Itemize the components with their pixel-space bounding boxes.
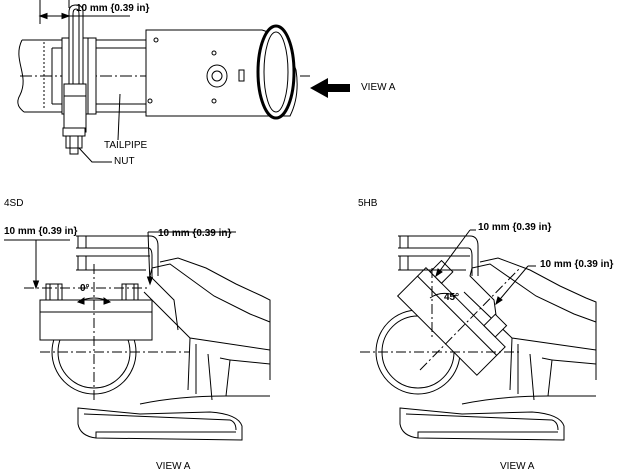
u-clamp (61, 4, 97, 133)
right-view-illustration (360, 229, 597, 441)
left-dimension-label-2: 10 mm {0.39 in} (158, 228, 232, 239)
top-illustration (17, 0, 350, 163)
right-dimension-label-1: 10 mm {0.39 in} (478, 222, 552, 233)
top-leaders (78, 93, 121, 163)
view-a-arrow-label: VIEW A (361, 82, 396, 93)
top-dimension-label: 10 mm {0.39 in} (76, 3, 150, 14)
nut-label: NUT (114, 156, 135, 167)
right-dimension-label-2: 10 mm {0.39 in} (540, 259, 614, 270)
left-dimension-label-1: 10 mm {0.39 in} (4, 226, 78, 237)
right-view-caption: VIEW A (500, 461, 535, 472)
tailpipe-label: TAILPIPE (104, 140, 148, 151)
view-a-arrow (310, 78, 350, 98)
model-5hb-label: 5HB (358, 198, 378, 209)
left-angle-label: 0° (80, 283, 90, 294)
pipe-break-line (17, 39, 25, 113)
left-view-caption: VIEW A (156, 461, 191, 472)
exhaust-tip (145, 24, 298, 120)
right-angle-label: 45° (444, 292, 460, 303)
left-view-illustration (4, 231, 271, 441)
model-4sd-label: 4SD (4, 198, 24, 209)
nut (62, 127, 86, 155)
top-dimension-line (38, 0, 130, 24)
